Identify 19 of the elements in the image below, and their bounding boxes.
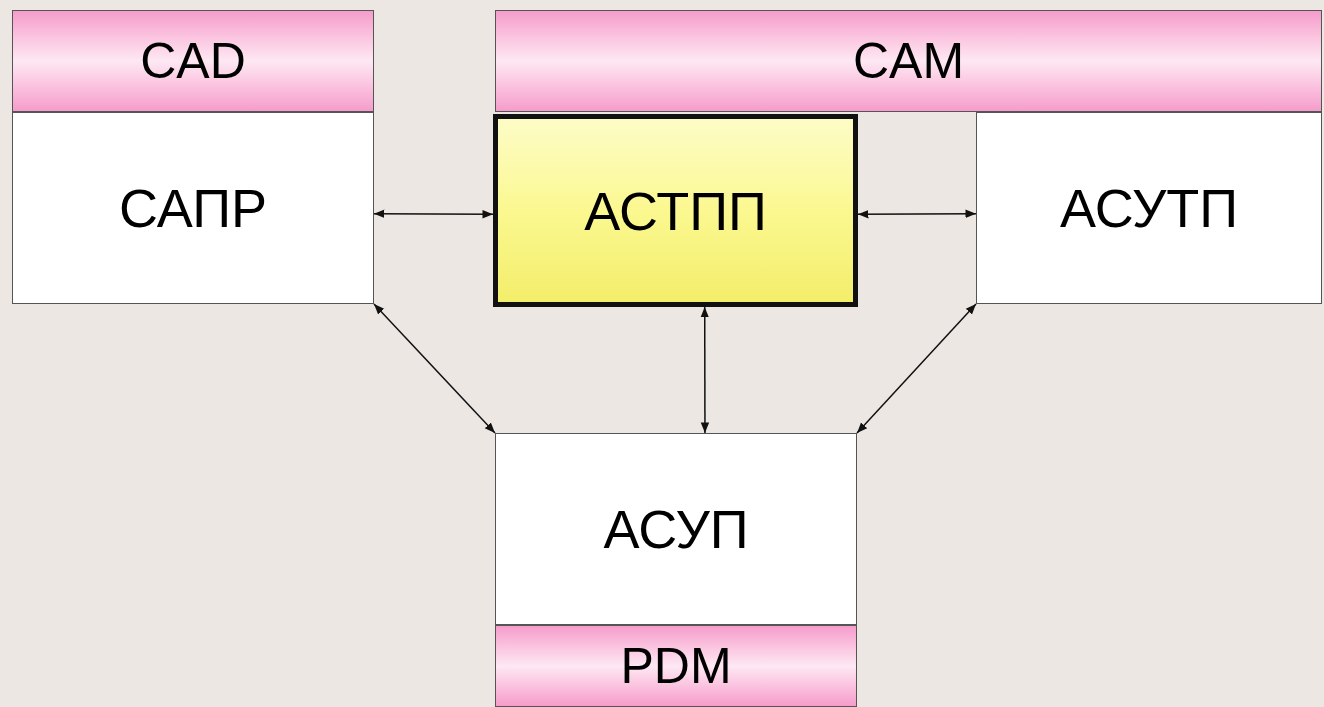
box-label: АСТПП bbox=[584, 183, 767, 238]
double-arrow bbox=[373, 209, 494, 219]
process-box bbox=[12, 112, 374, 304]
double-arrow bbox=[700, 306, 710, 434]
double-arrow bbox=[856, 303, 977, 434]
header-band bbox=[12, 10, 374, 112]
header-band bbox=[495, 625, 857, 707]
box-label: АСУТП bbox=[1059, 181, 1239, 235]
box-label: CAM bbox=[852, 36, 965, 86]
header-band bbox=[495, 10, 1322, 112]
box-label: PDM bbox=[620, 641, 732, 691]
process-box bbox=[976, 112, 1322, 304]
box-label: АСУП bbox=[603, 502, 749, 556]
process-box bbox=[495, 433, 857, 625]
highlighted-box bbox=[493, 114, 858, 307]
double-arrow bbox=[857, 209, 977, 219]
box-label: CAD bbox=[140, 36, 246, 86]
box-label: САПР bbox=[118, 181, 268, 235]
double-arrow bbox=[373, 303, 496, 434]
